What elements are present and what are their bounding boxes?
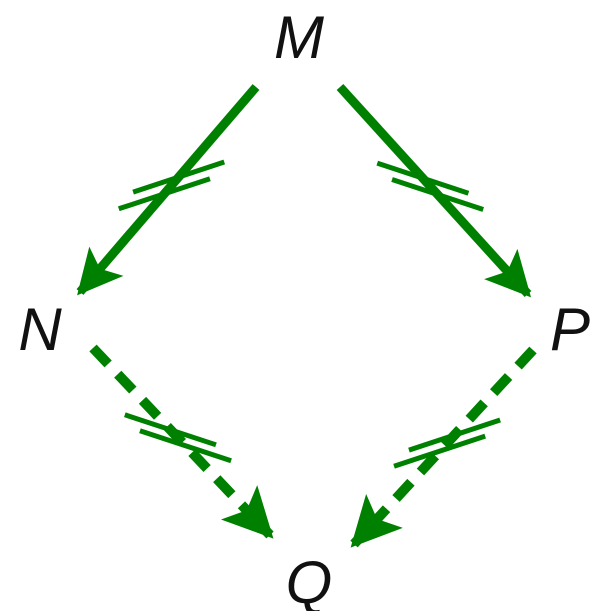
- slash-mark-p-q: [408, 417, 501, 453]
- slash-mark-p-q: [393, 433, 486, 469]
- slash-mark-m-p: [391, 177, 485, 212]
- slash-mark-m-p: [376, 160, 470, 196]
- slash-mark-m-n: [132, 159, 226, 195]
- node-label-n: N: [18, 296, 62, 363]
- node-label-q: Q: [286, 549, 333, 611]
- node-label-p: P: [550, 296, 590, 363]
- slash-mark-m-n: [117, 176, 211, 212]
- edge-n-q: [89, 344, 274, 539]
- slash-mark-n-q: [139, 428, 232, 464]
- edge-m-p: [336, 83, 532, 298]
- edge-p-q: [350, 346, 537, 548]
- node-label-m: M: [274, 4, 324, 71]
- edge-m-n: [76, 84, 260, 296]
- edges-layer: [76, 83, 537, 548]
- slash-mark-n-q: [124, 412, 217, 448]
